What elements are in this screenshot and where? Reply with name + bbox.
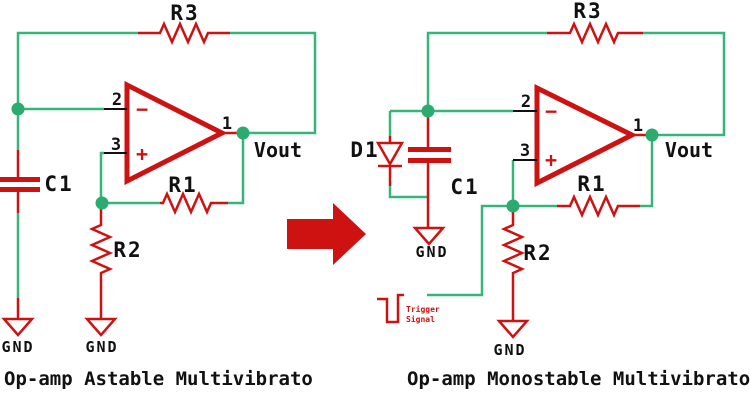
resistor-r3 [138,20,230,46]
d1-triangle [375,141,405,167]
pin-number-3: 3 [111,135,121,155]
noninverting-sign: + [545,148,557,172]
transform-arrow-icon [287,203,366,265]
label-r3: R3 [573,0,602,23]
vout-label: Vout [665,138,713,162]
trigger-signal-label-line2: Signal [406,314,435,324]
pin-number-2: 2 [521,92,531,112]
trigger-pulse-icon [377,293,404,324]
monostable-circuit: − + R3 D1 C1 R1 R2 Vout GND GND 2 3 1 Tr… [350,0,726,359]
gnd-triangle-icon [84,317,118,337]
ground-symbol-c1 [1,298,35,337]
resistor-r3 [547,20,643,46]
noninverting-sign: + [136,142,148,166]
pin-number-3: 3 [520,141,530,161]
inverting-sign: − [545,99,557,123]
wire-trigger [427,204,513,297]
label-r2: R2 [523,241,552,265]
label-c1: C1 [450,175,479,199]
wire-noninverting-input [99,151,104,203]
opamp-symbol: − + [513,83,652,188]
node-dot [645,128,659,142]
gnd-triangle-icon [1,317,35,337]
label-d1: D1 [350,138,379,162]
wire-d1-bottom [388,186,428,199]
diode-d1 [375,136,405,186]
c1-plate-bottom [408,158,451,163]
node-dot [95,196,109,210]
resistor-r2 [500,206,526,321]
label-r2: R2 [113,238,142,262]
capacitor-c1 [0,150,40,213]
gnd-triangle-icon [496,319,530,339]
gnd-triangle-icon [412,226,446,246]
node-dot [506,199,520,213]
opamp-triangle [124,80,228,186]
gnd-label-r2: GND [85,338,118,356]
resistor-r1 [557,193,640,219]
opamp-triangle [534,83,638,188]
c1-plate-top [408,147,451,152]
resistor-r2 [88,203,114,319]
caption-monostable: Op-amp Monostable Multivibrato [407,368,750,390]
pin-number-1: 1 [222,114,232,134]
inverting-sign: − [136,97,148,121]
gnd-label-r2: GND [493,341,526,359]
label-r1: R1 [577,172,606,196]
wire-feedback-right [643,31,726,137]
gnd-label-c1: GND [1,338,34,356]
pin-number-2: 2 [112,90,122,110]
node-dot [236,126,250,140]
label-r3: R3 [170,1,199,25]
node-dot [11,102,25,116]
label-c1: C1 [44,172,73,196]
opamp-symbol: − + [104,80,243,186]
trigger-signal-label-line1: Trigger [406,304,440,314]
wire-r1-to-output [228,133,245,205]
ground-symbol-r2 [84,317,118,337]
gnd-label-c1: GND [415,243,448,261]
ground-symbol-r2 [496,319,530,339]
ground-symbol-c1 [412,226,446,246]
wire-r1-to-output [640,135,654,208]
wire-top-left [426,31,547,111]
wire-feedback-right [230,31,317,135]
resistor-r1 [160,190,228,216]
astable-circuit: − + R3 C1 R1 R2 Vout GND GND 2 3 1 [0,1,317,356]
caption-astable: Op-amp Astable Multivibrato [4,368,313,390]
vout-label: Vout [254,138,302,162]
capacitor-c1 [408,116,451,228]
c1-plate-bottom [0,187,40,192]
node-dot [421,104,435,118]
c1-plate-top [0,177,40,182]
label-r1: R1 [168,173,197,197]
pin-number-1: 1 [633,116,643,136]
